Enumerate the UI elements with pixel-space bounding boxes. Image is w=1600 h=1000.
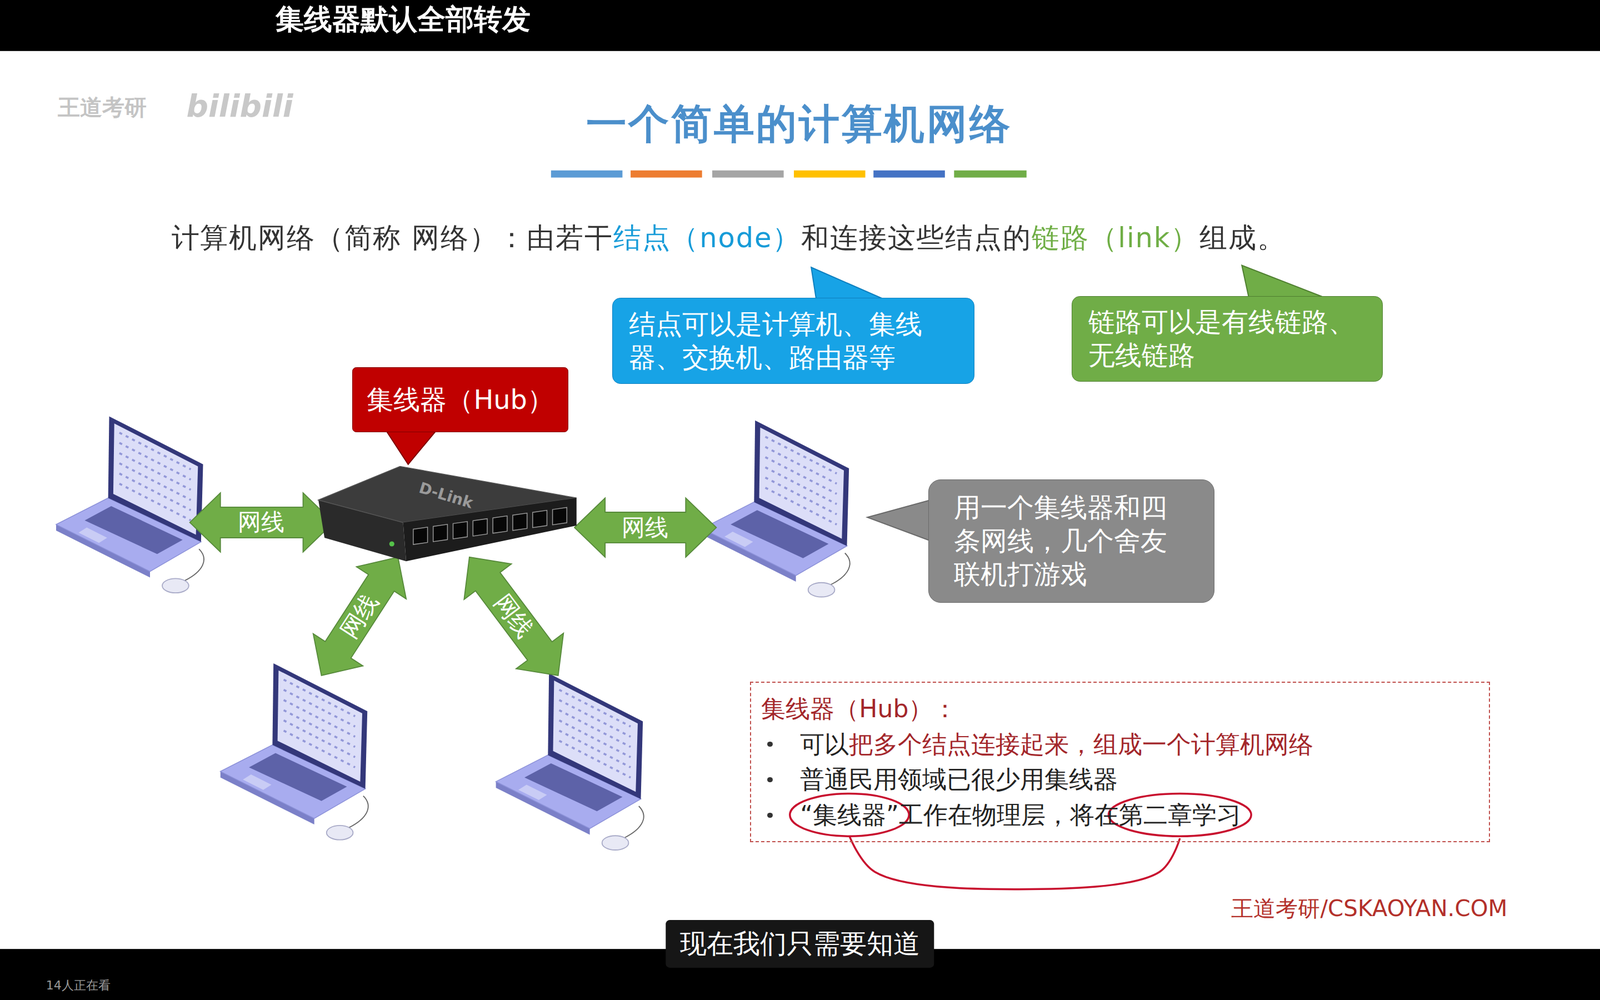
node-text: 用一个集线器和四条网线，几个舍友联机打游戏	[953, 492, 1168, 589]
hub-port	[472, 518, 488, 537]
text-row: 普通民用领域已很少用集线器	[761, 761, 1479, 798]
laptop	[56, 416, 204, 593]
text-row: “集线器”工作在物理层，将在第二章学习	[761, 797, 1479, 833]
cable-label: 网线	[237, 506, 285, 539]
definition-term: 链路（link）	[1031, 218, 1200, 257]
label-callout: 集线器（Hub）	[352, 367, 569, 433]
node-text: 可以	[800, 730, 849, 759]
node-text: 普通民用领域已很少用集线器	[800, 765, 1118, 794]
bullet-dot	[767, 741, 773, 747]
title-bar-blue	[551, 170, 623, 178]
node-text: 集线器（Hub）	[366, 384, 554, 415]
watermark: bilibili	[186, 88, 294, 124]
viewer-count: 14人正在看	[46, 977, 111, 994]
laptop	[702, 420, 850, 598]
hub-ports	[413, 507, 567, 545]
title-bar-darkblue	[873, 170, 945, 178]
text-row: 结点可以是计算机、集线器、交换机、路由器等	[628, 307, 958, 374]
title-bar-green	[953, 170, 1027, 178]
node-text: 集线器（Hub）：	[761, 694, 958, 723]
note-callout: 用一个集线器和四条网线，几个舍友联机打游戏	[928, 479, 1214, 603]
cable-arrows	[190, 492, 717, 676]
definition-line: 计算机网络（简称 网络）：由若干结点（node）和连接这些结点的链路（link）…	[171, 218, 1287, 257]
footer-brand: 王道考研/CSKAOYAN.COM	[1231, 892, 1508, 924]
callout-tail	[811, 267, 886, 300]
node-text: 把多个结点连接起来，组成一个计算机网络	[848, 730, 1314, 759]
danmaku-text: 集线器默认全部转发	[275, 0, 531, 39]
callout-tail	[1241, 265, 1327, 299]
double-arrow	[190, 492, 334, 553]
laptop	[220, 663, 369, 840]
node-text: “集线器”工作在物理层，将在第二章学习	[800, 800, 1242, 829]
definition-text: 计算机网络（简称 网络）：由若干	[171, 218, 614, 257]
summary-box: 集线器（Hub）：可以把多个结点连接起来，组成一个计算机网络普通民用领域已很少用…	[750, 681, 1490, 843]
cable-label: 网线	[621, 511, 669, 544]
info-callout: 链路可以是有线链路、无线链路	[1071, 296, 1383, 382]
text-row: 用一个集线器和四条网线，几个舍友联机打游戏	[953, 491, 1190, 591]
hand-curve	[849, 836, 1180, 890]
hub-port	[512, 513, 528, 531]
top-bar	[0, 0, 1600, 52]
node-text: 链路可以是有线链路、无线链路	[1088, 306, 1355, 371]
hub-port	[492, 516, 508, 534]
bullet-dot	[767, 812, 773, 818]
hub-port	[413, 527, 428, 545]
definition-term: 结点（node）	[613, 218, 802, 257]
title-bar-yellow	[793, 170, 866, 178]
bullet-dot	[767, 777, 773, 783]
definition-text: 和连接这些结点的	[801, 218, 1032, 257]
hub-port	[453, 521, 468, 539]
info-callout: 结点可以是计算机、集线器、交换机、路由器等	[612, 297, 975, 384]
double-arrow	[463, 557, 564, 676]
node-text: 结点可以是计算机、集线器、交换机、路由器等	[628, 308, 923, 373]
text-row: 集线器（Hub）	[366, 383, 554, 417]
definition-text: 组成。	[1199, 218, 1287, 257]
callout-tail	[867, 500, 931, 541]
double-arrow	[574, 497, 717, 558]
hub-port	[552, 507, 568, 525]
hub-device	[318, 466, 577, 562]
text-row: 可以把多个结点连接起来，组成一个计算机网络	[761, 726, 1479, 763]
double-arrow	[313, 557, 407, 676]
text-row: 集线器（Hub）：	[761, 691, 1479, 727]
title-bar-orange	[630, 170, 703, 178]
subtitle: 现在我们只需要知道	[665, 920, 934, 968]
text-row: 链路可以是有线链路、无线链路	[1088, 305, 1366, 372]
title-bar-grey	[712, 170, 784, 178]
watermark: 王道考研	[57, 91, 147, 123]
hub-port	[532, 510, 548, 528]
hub-port	[433, 524, 448, 542]
hub-front-face	[403, 497, 577, 562]
hub-led	[389, 541, 395, 547]
slide-title: 一个简单的计算机网络	[586, 96, 1013, 153]
callout-tail	[385, 430, 437, 465]
laptop	[496, 673, 644, 850]
